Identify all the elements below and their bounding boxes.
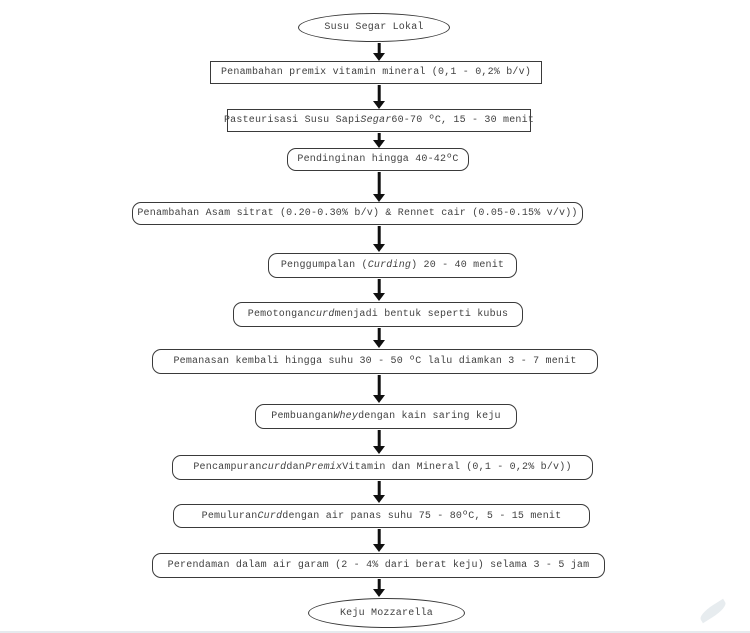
node-label-part: Pembuangan xyxy=(271,411,334,422)
flow-arrow xyxy=(373,133,385,148)
node-label-part: Vitamin dan Mineral (0,1 - 0,2% b/v)) xyxy=(342,462,572,473)
flow-node-penambahan-premix: Penambahan premix vitamin mineral (0,1 -… xyxy=(210,61,542,84)
flow-node-pemuluran-curd: Pemuluran Curd dengan air panas suhu 75 … xyxy=(173,504,590,528)
node-label-part: Premix xyxy=(304,462,343,473)
node-label-part: Pendinginan hingga 40-42ºC xyxy=(297,154,459,165)
node-label-part: Curding xyxy=(367,260,412,271)
flow-arrow xyxy=(373,430,385,454)
flow-node-penggumpalan: Penggumpalan (Curding) 20 - 40 menit xyxy=(268,253,517,278)
flow-node-pembuangan-whey: Pembuangan Whey dengan kain saring keju xyxy=(255,404,517,429)
flow-node-start: Susu Segar Lokal xyxy=(298,13,450,42)
node-label-part: Susu Segar Lokal xyxy=(324,22,424,33)
flow-arrow xyxy=(373,529,385,552)
flow-node-pemotongan-curd: Pemotongan curd menjadi bentuk seperti k… xyxy=(233,302,523,327)
node-label-part: Pemuluran xyxy=(201,510,258,522)
flow-node-end: Keju Mozzarella xyxy=(308,598,465,628)
page-bottom-edge xyxy=(0,631,750,633)
node-label-part: Penambahan premix vitamin mineral (0,1 -… xyxy=(220,67,532,78)
node-label-part: ) 20 - 40 menit xyxy=(411,260,505,271)
node-label-part: menjadi bentuk seperti kubus xyxy=(334,309,509,320)
node-label-part: Pemanasan kembali hingga suhu 30 - 50 ºC… xyxy=(173,356,577,367)
flow-arrow xyxy=(373,328,385,348)
flow-node-pasteurisasi: Pasteurisasi Susu Sapi Segar 60-70 ºC, 1… xyxy=(223,109,535,132)
node-label-part: Keju Mozzarella xyxy=(339,607,433,619)
node-label-part: Pemotongan xyxy=(247,309,310,320)
flow-node-pencampuran-curd-premix: Pencampuran curd dan Premix Vitamin dan … xyxy=(172,455,593,480)
node-label-part: dengan air panas suhu 75 - 80ºC, 5 - 15 … xyxy=(282,510,562,522)
flow-arrow xyxy=(373,375,385,403)
flow-arrow xyxy=(373,85,385,109)
node-label-part: Penambahan Asam sitrat (0.20-0.30% b/v) … xyxy=(137,208,578,219)
flow-node-perendaman-air-garam: Perendaman dalam air garam (2 - 4% dari … xyxy=(152,553,605,578)
page-corner-mark xyxy=(697,598,729,624)
flow-node-pendinginan: Pendinginan hingga 40-42ºC xyxy=(287,148,469,171)
flow-node-pemanasan-kembali: Pemanasan kembali hingga suhu 30 - 50 ºC… xyxy=(152,349,598,374)
node-label-part: Whey xyxy=(333,411,359,422)
node-label-part: Penggumpalan ( xyxy=(280,260,368,271)
flow-arrow xyxy=(373,579,385,597)
node-label-part: curd xyxy=(261,462,287,473)
node-label-part: dan xyxy=(286,462,305,473)
flow-arrow xyxy=(373,43,385,61)
node-label-part: Curd xyxy=(257,510,283,522)
node-label-part: dengan kain saring keju xyxy=(358,411,501,422)
node-label-part: Segar xyxy=(360,115,392,126)
node-label-part: Pasteurisasi Susu Sapi xyxy=(223,115,361,126)
flow-arrow xyxy=(373,481,385,503)
node-label-part: 60-70 ºC, 15 - 30 menit xyxy=(391,115,535,126)
flow-arrow xyxy=(373,279,385,301)
flow-arrow xyxy=(373,172,385,202)
flow-arrow xyxy=(373,226,385,252)
node-label-part: Pencampuran xyxy=(193,462,262,473)
flow-node-penambahan-asam-sitrat: Penambahan Asam sitrat (0.20-0.30% b/v) … xyxy=(132,202,583,225)
node-label-part: Perendaman dalam air garam (2 - 4% dari … xyxy=(167,560,590,571)
node-label-part: curd xyxy=(309,309,335,320)
